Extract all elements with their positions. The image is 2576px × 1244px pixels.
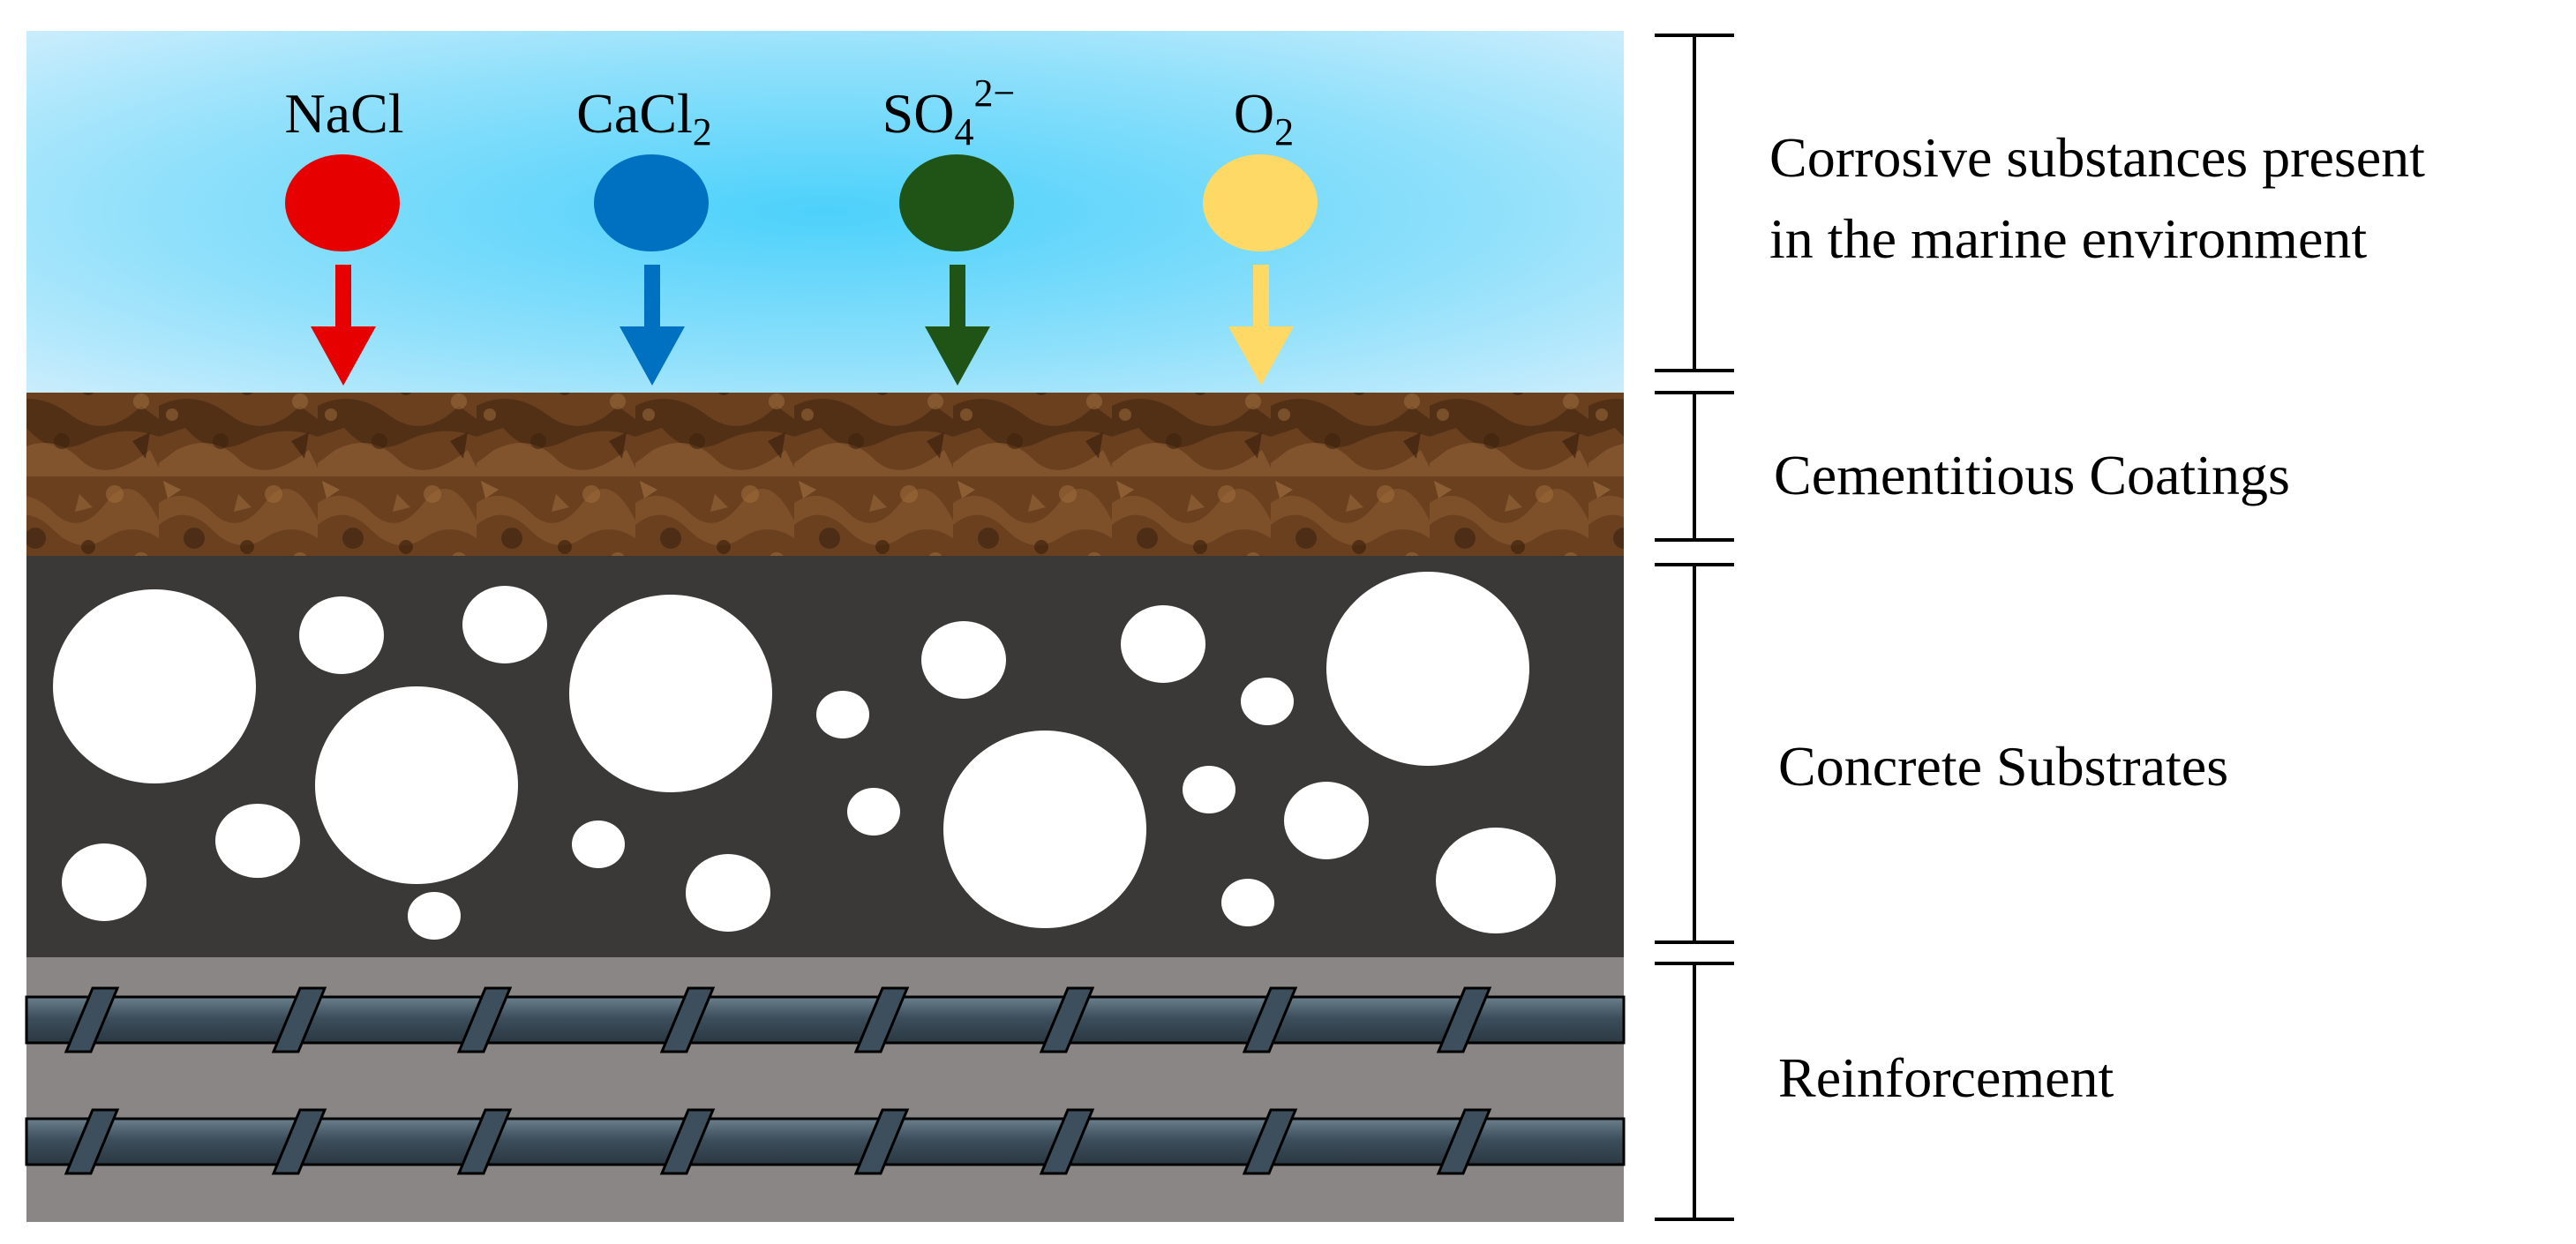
- reinforcement-layer-label: Reinforcement: [1778, 1046, 2114, 1109]
- o2-arrow: [1228, 265, 1294, 386]
- aggregate: [315, 686, 518, 884]
- aggregate: [299, 596, 384, 674]
- concrete-layer: [26, 556, 1624, 957]
- species-label-nacl: NaCl: [284, 82, 403, 145]
- marine-layer-label-line2: in the marine environment: [1769, 207, 2367, 270]
- aggregate-particles: [53, 572, 1556, 940]
- layer-bracket: [1655, 34, 1734, 1221]
- aggregate: [569, 595, 772, 792]
- aggregate: [572, 821, 625, 868]
- aggregate: [1221, 879, 1274, 926]
- aggregate: [408, 892, 461, 940]
- nacl-arrow: [311, 265, 376, 386]
- aggregate: [1284, 782, 1369, 859]
- o2-marker: [1203, 154, 1318, 251]
- cacl2-marker: [594, 154, 709, 251]
- coating-layer-label: Cementitious Coatings: [1774, 444, 2290, 506]
- aggregate: [1183, 766, 1235, 813]
- aggregate: [816, 691, 869, 738]
- reinforcement-layer: [25, 957, 1626, 1222]
- aggregate: [62, 843, 146, 921]
- aggregate: [847, 788, 900, 836]
- marine-layer: [26, 31, 1624, 393]
- aggregate: [462, 586, 547, 663]
- species-label-so4: SO42−: [882, 71, 1016, 154]
- aggregate: [1326, 572, 1529, 766]
- marine-layer-label-line1: Corrosive substances present: [1769, 126, 2425, 189]
- species-label-o2: O2: [1234, 82, 1294, 154]
- cacl2-arrow: [620, 265, 685, 386]
- aggregate: [921, 621, 1006, 699]
- species-label-cacl2: CaCl2: [576, 82, 712, 154]
- aggregate: [53, 589, 256, 783]
- rebar-lower: [25, 1108, 1626, 1175]
- so4-arrow: [925, 265, 990, 386]
- so4-marker: [899, 154, 1014, 251]
- coating-layer: [26, 393, 1624, 556]
- aggregate: [686, 854, 770, 932]
- aggregate: [1121, 605, 1205, 683]
- nacl-marker: [285, 154, 400, 251]
- aggregate: [943, 731, 1146, 928]
- concrete-layer-label: Concrete Substrates: [1778, 735, 2228, 798]
- aggregate: [215, 804, 300, 878]
- aggregate: [1241, 678, 1294, 725]
- aggregate: [1436, 828, 1556, 933]
- rebar-upper: [25, 986, 1626, 1053]
